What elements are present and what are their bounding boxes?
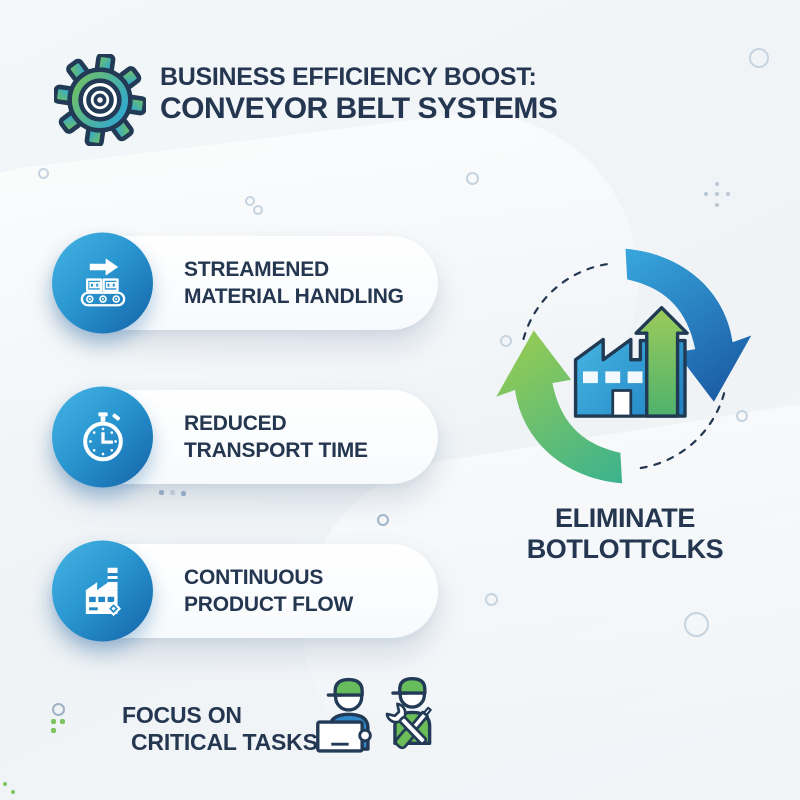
decor-ring [466,172,479,185]
benefit-label: CONTINUOUS PRODUCT FLOW [184,564,353,618]
decor-dot [715,192,719,196]
decor-dot [3,782,7,786]
decor-ring [52,703,65,716]
decor-dot [715,203,719,207]
benefit-label-line-1: CONTINUOUS [184,566,324,589]
benefit-label-line-2: PRODUCT FLOW [184,593,354,616]
factory-growth-icon [573,305,689,418]
cycle-caption-line-2: BOTLOTTCLKS [526,534,724,564]
clockwise-green-arrow [496,330,623,484]
decor-ring [500,335,512,347]
decor-ring [485,593,498,606]
footer-caption-line-1: FOCUS ON [122,702,242,728]
footer-caption: FOCUS ON CRITICAL TASKS [122,702,318,756]
benefit-label-line-1: STREAMENED [184,258,330,281]
dashed-cycle-arcs [522,262,726,471]
decor-ring [245,196,255,206]
benefit-label: REDUCED TRANSPORT TIME [184,410,368,464]
benefit-card-transport-time: REDUCED TRANSPORT TIME [52,386,438,488]
title-line-1: BUSINESS EFFICIENCY BOOST: [160,63,537,91]
decor-ring [38,168,49,179]
benefit-label-line-2: TRANSPORT TIME [184,439,368,462]
decor-ring [253,205,263,215]
stopwatch-icon [82,411,123,461]
benefit-label: STREAMENED MATERIAL HANDLING [184,256,404,310]
benefit-badge [52,540,153,642]
benefit-label-line-2: MATERIAL HANDLING [184,285,404,308]
decor-dot [11,790,15,794]
benefit-badge [52,232,153,334]
decor-dot [60,719,65,724]
decor-dot [159,490,164,495]
efficiency-cycle-diagram [496,248,752,484]
benefit-card-material-handling: STREAMENED MATERIAL HANDLING [52,232,438,334]
workers-icon [316,676,432,753]
decor-ring [736,410,748,422]
decor-dot [170,490,175,495]
decor-dot [51,728,56,733]
clockwise-blue-arrow [625,248,752,402]
cycle-caption: ELIMINATE BOTLOTTCLKS [475,503,775,565]
decor-dot [726,192,730,196]
gear-icon [54,54,146,146]
footer-caption-line-2: CRITICAL TASKS [131,729,318,755]
page-title: BUSINESS EFFICIENCY BOOST: CONVEYOR BELT… [160,62,558,126]
benefit-badge [52,386,153,488]
decor-ring [749,48,769,68]
decor-dot [51,719,56,724]
benefit-card-product-flow: CONTINUOUS PRODUCT FLOW [52,540,438,642]
title-line-2: CONVEYOR BELT SYSTEMS [160,92,558,125]
decor-dot [715,182,719,186]
decor-ring [684,612,709,637]
cycle-caption-line-1: ELIMINATE [555,503,695,533]
decor-dot [704,192,708,196]
benefit-label-line-1: REDUCED [184,412,287,435]
decor-ring [377,514,389,526]
decor-dot [181,491,186,496]
conveyor-belt-icon [80,257,125,306]
factory-icon [85,567,121,616]
